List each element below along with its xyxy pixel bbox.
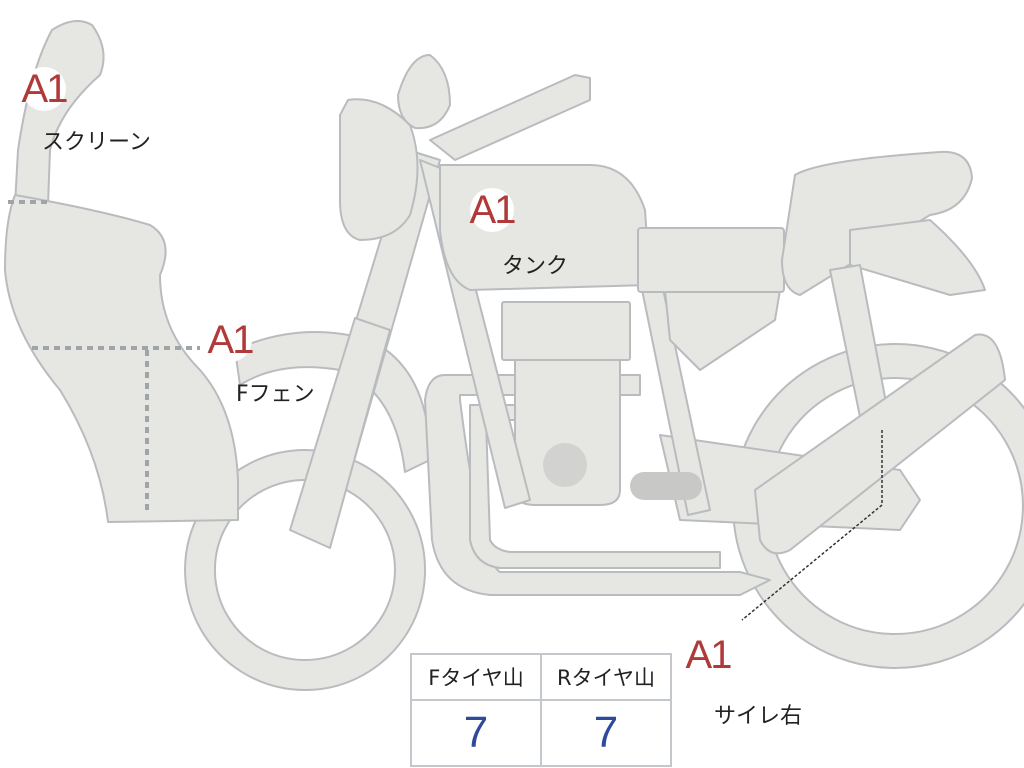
mirror (397, 54, 451, 130)
screen-grade: A1 (21, 67, 69, 111)
rear-tire-value: 7 (540, 699, 672, 767)
seat-base (637, 227, 785, 293)
engine-cover (543, 443, 587, 487)
frame-loop-outer (424, 374, 771, 596)
front-fender-grade: A1 (207, 318, 255, 362)
tire-tread-table: Fタイヤ山 Rタイヤ山 7 7 (410, 653, 672, 767)
side-cover (664, 289, 781, 371)
front-cowl (4, 194, 239, 523)
leader-line (741, 504, 883, 621)
headlight (339, 98, 419, 241)
rear-fender (849, 219, 986, 296)
screen-grade-badge: A1 (21, 67, 69, 111)
front-fender-grade-badge: A1 (207, 318, 255, 362)
front-fender-label: Fフェン (236, 382, 315, 407)
footpeg (630, 472, 702, 500)
fork-cover (289, 317, 391, 549)
tank-label: タンク (502, 254, 569, 279)
handlebar (429, 74, 591, 161)
muffler (754, 333, 1006, 555)
front-tire-value: 7 (410, 699, 542, 767)
windscreen (14, 20, 105, 206)
rear-tire-header: Rタイヤ山 (540, 653, 672, 701)
muffler-right-label: サイレ右 (714, 704, 803, 729)
muffler-right-grade: A1 (685, 633, 733, 677)
muffler-right-grade-badge: A1 (685, 633, 733, 677)
rear-wheel (732, 343, 1024, 669)
frame-loop-inner (469, 404, 721, 569)
tank-grade-badge: A1 (469, 188, 517, 232)
tank-grade: A1 (469, 188, 517, 232)
screen-label: スクリーン (42, 130, 151, 155)
seat (781, 150, 973, 296)
front-tire-header: Fタイヤ山 (410, 653, 542, 701)
engine-top (501, 301, 631, 361)
